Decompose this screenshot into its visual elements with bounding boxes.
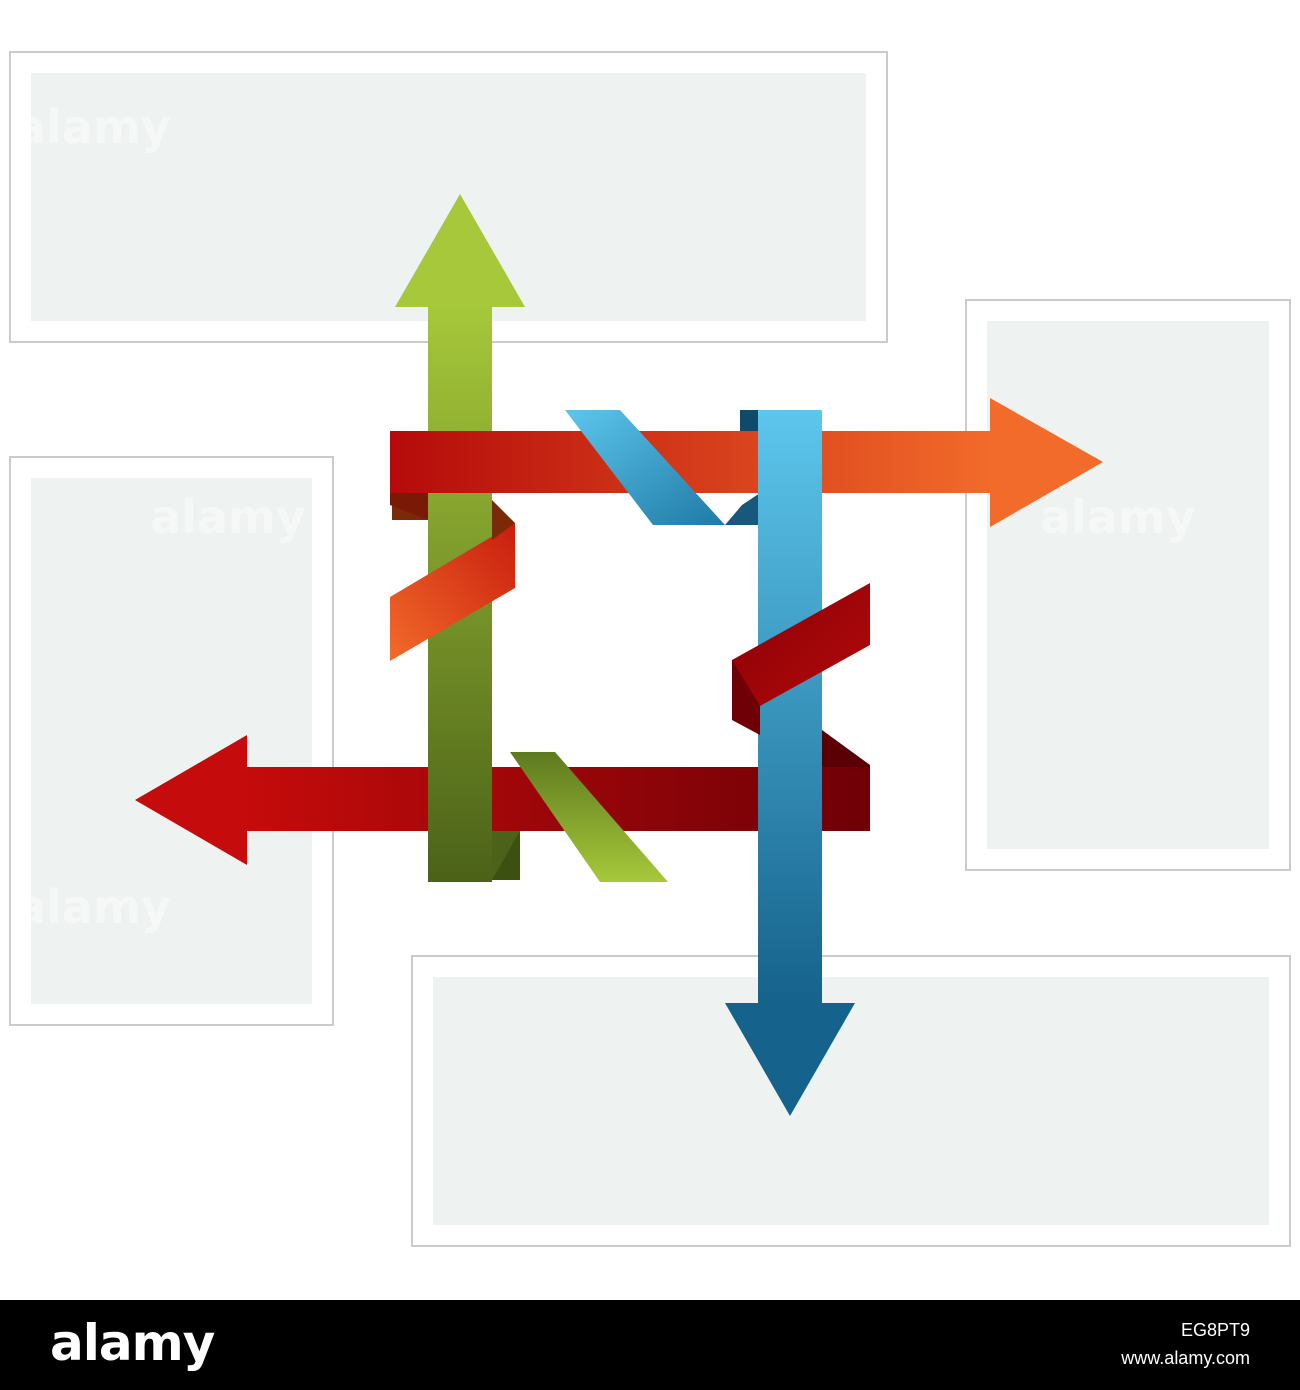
- bottom-text-box: [411, 955, 1291, 1247]
- blue-twist-front: [565, 410, 725, 525]
- footer-url: www.alamy.com: [1121, 1348, 1250, 1368]
- blue-down-arrow: [725, 410, 855, 1116]
- blue-down-arrow-head: [725, 1003, 855, 1116]
- orange-right-arrow-head: [990, 398, 1103, 527]
- orange-twist-front: [390, 523, 515, 661]
- red-left-arrow-head: [135, 735, 247, 865]
- blue-twist-fold: [725, 493, 760, 525]
- red-twist-fold: [732, 660, 760, 735]
- orange-right-arrow-underside: [390, 493, 428, 520]
- red-twist-front: [732, 583, 870, 720]
- green-twist-front: [510, 752, 668, 882]
- image-id: EG8PT9: [1180, 1320, 1250, 1340]
- orange-right-arrow-shaft: [390, 431, 992, 493]
- left-text-box: [9, 456, 334, 1026]
- orange-twist-fold: [492, 500, 515, 540]
- alamy-logo: alamy: [50, 1314, 215, 1372]
- watermark-footer: alamy EG8PT9 www.alamy.com: [0, 1300, 1300, 1390]
- right-text-box: [965, 299, 1291, 871]
- orange-right-arrow: [390, 398, 1103, 527]
- arrow-cycle-diagram: [9, 51, 1291, 1247]
- blue-down-arrow-shaft: [758, 410, 822, 1005]
- green-up-arrow-head: [395, 194, 525, 307]
- green-twist-fold: [492, 831, 520, 880]
